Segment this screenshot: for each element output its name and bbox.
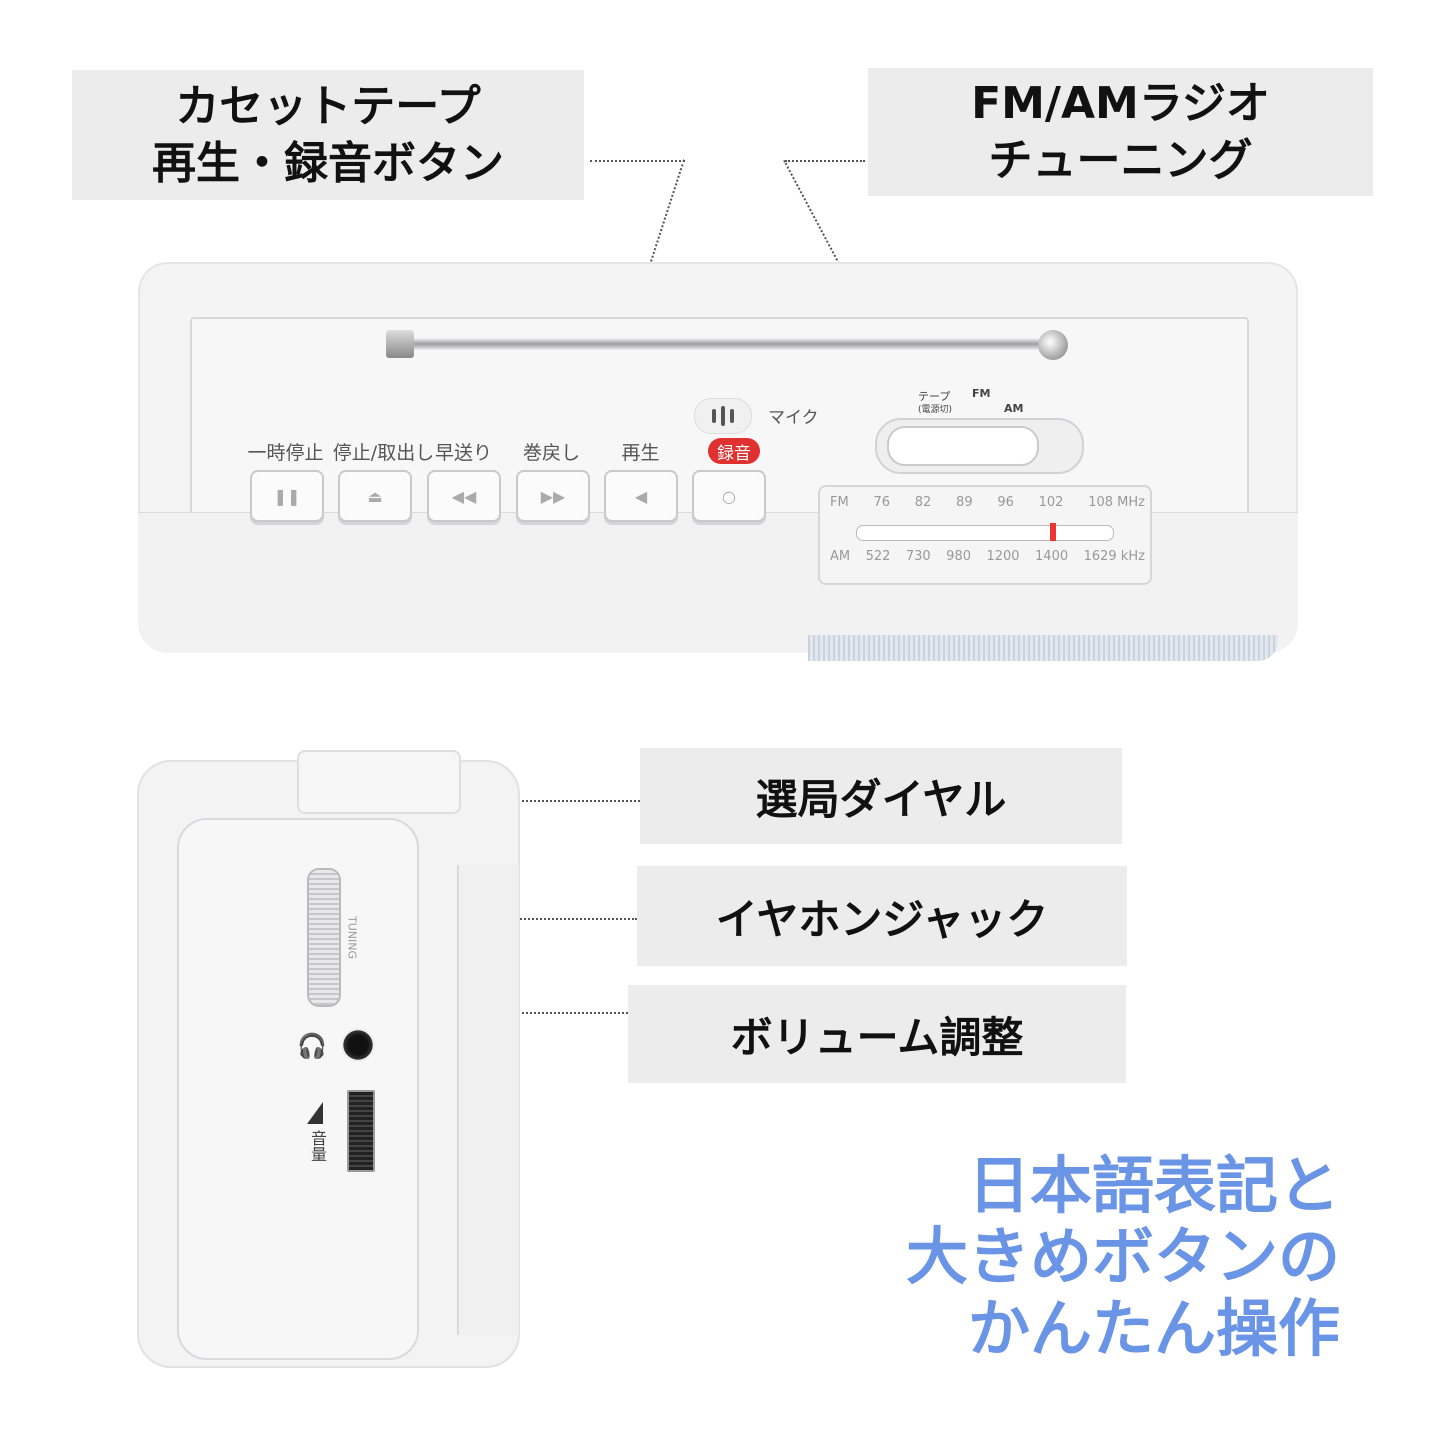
button-label-play: 再生 (621, 442, 660, 464)
play-icon: ◀ (634, 486, 648, 506)
antenna-ball (1038, 330, 1068, 360)
tagline-line1: 日本語表記と (967, 1149, 1340, 1222)
callout-volume: ボリューム調整 (628, 985, 1126, 1083)
fast-forward-icon: ▶▶ (540, 486, 566, 506)
tagline-line2: 大きめボタンの (905, 1220, 1340, 1294)
switch-label-tape-sub: (電源切) (918, 405, 953, 415)
am-scale-value: 980 (946, 549, 971, 564)
button-label-rewind: 巻戻し (522, 442, 580, 464)
callout-radio: FM/AMラジオ チューニング (868, 68, 1373, 196)
volume-triangle-icon (307, 1102, 323, 1124)
switch-label-am: AM (1004, 402, 1024, 415)
volume-wheel[interactable] (347, 1090, 375, 1172)
fm-scale-value: 102 (1038, 495, 1064, 510)
pause-button[interactable]: ❚❚ (250, 470, 324, 522)
function-switch[interactable] (875, 418, 1084, 474)
microphone-icon (694, 398, 752, 434)
fm-scale: FM 76 82 89 96 102 108 MHz (830, 495, 1145, 510)
rewind-button[interactable]: ◀◀ (427, 470, 501, 522)
callout-cassette-line1: カセットテープ (175, 80, 481, 132)
callout-cassette: カセットテープ 再生・録音ボタン (72, 70, 584, 200)
rewind-icon: ◀◀ (451, 486, 477, 506)
stop-eject-button[interactable]: ⏏ (338, 470, 412, 522)
earphone-jack[interactable] (341, 1028, 375, 1062)
leader-line (590, 160, 685, 162)
fm-scale-value: 96 (997, 495, 1014, 510)
fm-scale-value: 76 (873, 495, 890, 510)
volume-label: 音量 (308, 1130, 327, 1162)
radio-cassette-side-view: TUNING 🎧 音量 (137, 750, 520, 1368)
tagline: 日本語表記と 大きめボタンの かんたん操作 (906, 1150, 1340, 1364)
mic-label: マイク (768, 408, 819, 428)
fm-scale-value: 82 (914, 495, 932, 510)
fm-scale-label: FM (830, 495, 849, 510)
am-scale-value: 1200 (986, 549, 1020, 564)
leader-line (785, 160, 865, 162)
pause-icon: ❚❚ (273, 486, 301, 506)
leader-line (505, 1012, 628, 1014)
dial-track (856, 525, 1114, 541)
button-label-record: 録音 (708, 438, 760, 464)
antenna (386, 338, 1041, 350)
callout-tuning-dial: 選局ダイヤル (640, 748, 1122, 844)
am-scale-value: 730 (905, 549, 931, 564)
function-switch-knob[interactable] (887, 426, 1039, 466)
leader-line (495, 800, 640, 802)
tuning-scale: FM 76 82 89 96 102 108 MHz AM 522 730 98… (818, 485, 1152, 585)
tuning-dial[interactable] (307, 868, 341, 1007)
am-scale-value: 522 (865, 549, 891, 564)
callout-cassette-line2: 再生・録音ボタン (152, 138, 504, 189)
switch-label-fm: FM (972, 387, 991, 400)
button-label-fast-forward: 早送り (434, 442, 492, 464)
antenna-tip (386, 330, 414, 358)
eject-icon: ⏏ (367, 486, 383, 506)
dial-needle (1050, 523, 1056, 541)
am-scale-label: AM (830, 549, 851, 564)
button-label-stop-eject: 停止/取出し (332, 442, 435, 464)
am-scale-value: 1629 kHz (1083, 549, 1145, 564)
callout-earphone: イヤホンジャック (637, 866, 1127, 966)
switch-label-tape: テープ (918, 390, 951, 403)
play-button[interactable]: ◀ (604, 470, 678, 522)
am-scale: AM 522 730 980 1200 1400 1629 kHz (830, 549, 1145, 564)
antenna-mount (297, 750, 461, 814)
leader-line (505, 918, 637, 920)
record-button[interactable]: ○ (692, 470, 766, 522)
side-extension (457, 865, 519, 1335)
record-icon: ○ (722, 486, 736, 506)
callout-radio-line1: FM/AMラジオ (971, 77, 1270, 129)
fm-scale-value: 108 MHz (1088, 495, 1145, 510)
fm-scale-value: 89 (956, 495, 973, 510)
fast-forward-button[interactable]: ▶▶ (516, 470, 590, 522)
am-scale-value: 1400 (1035, 549, 1069, 564)
tuning-dial-label: TUNING (345, 916, 359, 959)
button-label-pause: 一時停止 (247, 442, 324, 464)
tagline-line3: かんたん操作 (967, 1291, 1340, 1365)
side-panel: TUNING 🎧 音量 (177, 818, 419, 1360)
headphone-icon: 🎧 (297, 1032, 327, 1060)
callout-radio-line2: チューニング (988, 135, 1253, 186)
speaker-grille (808, 635, 1278, 661)
